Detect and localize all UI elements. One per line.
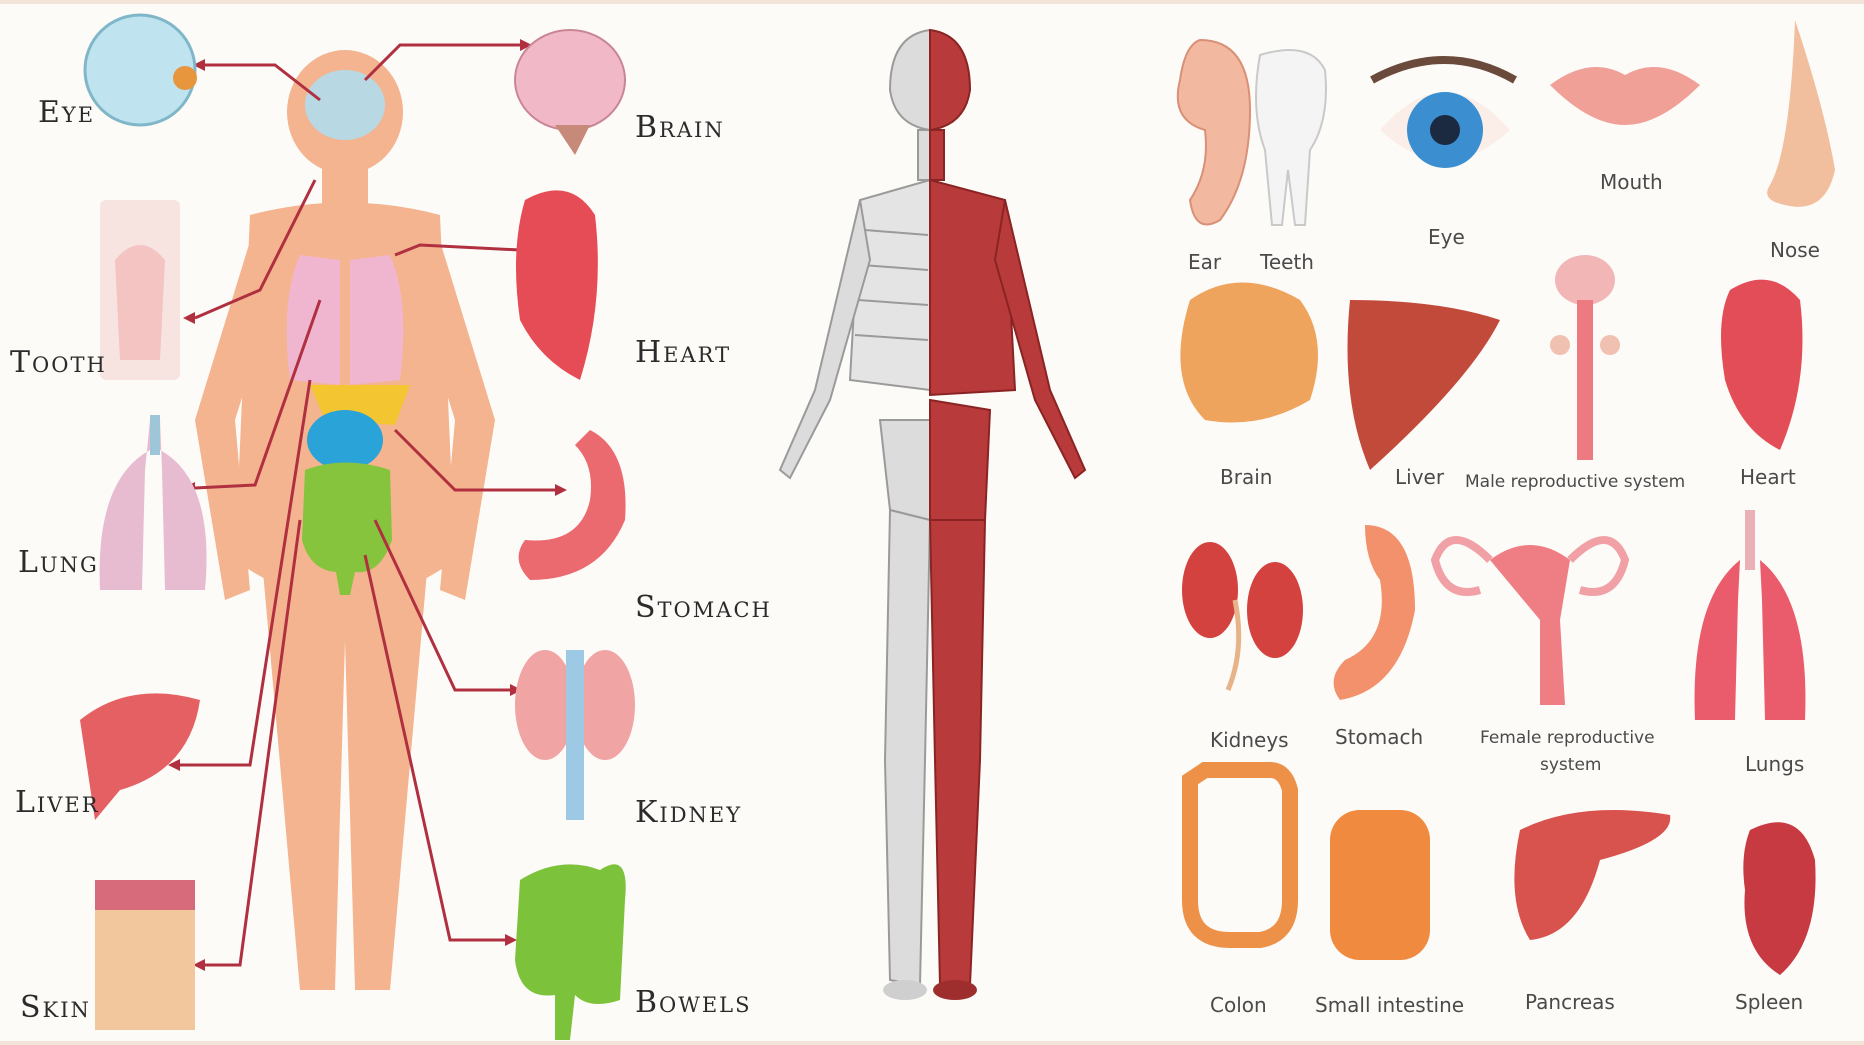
heart-organ-icon: [516, 190, 598, 380]
brain-icon: [1180, 283, 1318, 423]
label-skin: Skin: [20, 990, 91, 1025]
label-kidneys: Kidneys: [1210, 728, 1289, 752]
label-spleen: Spleen: [1735, 990, 1803, 1014]
left-panel-illustration: [0, 0, 760, 1045]
head-brain-shape: [305, 70, 385, 140]
label-small-intestine: Small intestine: [1315, 993, 1464, 1017]
muscle-half: [930, 30, 1085, 985]
heart-icon: [1721, 280, 1803, 450]
lungs-icon: [1695, 510, 1806, 720]
label-brain: Brain: [635, 110, 725, 145]
left-panel-organ-map: Eye Tooth Lung Liver Skin Brain Heart St…: [0, 0, 760, 1045]
label-heart-right: Heart: [1740, 465, 1796, 489]
middle-panel-anatomy-figure: [740, 0, 1120, 1045]
label-brain-right: Brain: [1220, 465, 1272, 489]
label-bowels: Bowels: [635, 985, 752, 1020]
label-liver: Liver: [15, 785, 100, 820]
label-female-reproductive-2: system: [1540, 755, 1601, 775]
eye-organ-icon: [85, 15, 197, 125]
label-ear: Ear: [1188, 250, 1221, 274]
label-liver-right: Liver: [1395, 465, 1444, 489]
label-mouth: Mouth: [1600, 170, 1663, 194]
lung-organ-icon: [100, 415, 207, 590]
label-eye: Eye: [38, 95, 95, 130]
torso-stomach-shape: [307, 410, 383, 470]
spleen-icon: [1743, 822, 1815, 975]
brain-organ-icon: [515, 30, 625, 155]
label-tooth: Tooth: [10, 345, 107, 380]
tooth-organ-icon: [100, 200, 180, 380]
female-reproductive-icon: [1435, 540, 1625, 705]
male-reproductive-icon: [1550, 255, 1620, 460]
label-pancreas: Pancreas: [1525, 990, 1615, 1014]
stomach-icon: [1334, 525, 1415, 700]
right-panel-illustration: [1110, 0, 1864, 1045]
skeleton-half: [780, 30, 930, 985]
nose-icon: [1767, 20, 1835, 207]
right-panel-organ-grid: Ear Teeth Eye Mouth Nose Brain Liver Mal…: [1110, 0, 1864, 1045]
bowels-organ-icon: [515, 864, 626, 1040]
colon-icon: [1190, 770, 1290, 940]
kidneys-icon: [1182, 542, 1303, 690]
label-colon: Colon: [1210, 993, 1267, 1017]
stomach-organ-icon: [519, 430, 626, 580]
small-intestine-icon: [1330, 810, 1430, 960]
label-lungs: Lungs: [1745, 752, 1804, 776]
label-lung: Lung: [18, 545, 99, 580]
liver-icon: [1348, 300, 1501, 470]
label-eye-right: Eye: [1428, 225, 1465, 249]
teeth-icon: [1256, 50, 1326, 225]
eye-icon: [1372, 60, 1515, 168]
label-male-reproductive: Male reproductive system: [1465, 472, 1685, 492]
skeleton-muscle-figure: [740, 0, 1120, 1045]
label-teeth: Teeth: [1260, 250, 1314, 274]
label-heart: Heart: [635, 335, 731, 370]
figure-feet: [883, 980, 977, 1000]
pancreas-icon: [1514, 810, 1670, 940]
kidney-organ-icon: [515, 650, 635, 820]
skin-organ-icon: [95, 880, 195, 1030]
label-stomach-right: Stomach: [1335, 725, 1423, 749]
mouth-icon: [1550, 67, 1700, 125]
label-nose: Nose: [1770, 238, 1820, 262]
label-kidney: Kidney: [635, 795, 742, 830]
ear-icon: [1178, 40, 1250, 225]
label-female-reproductive-1: Female reproductive: [1480, 728, 1655, 748]
